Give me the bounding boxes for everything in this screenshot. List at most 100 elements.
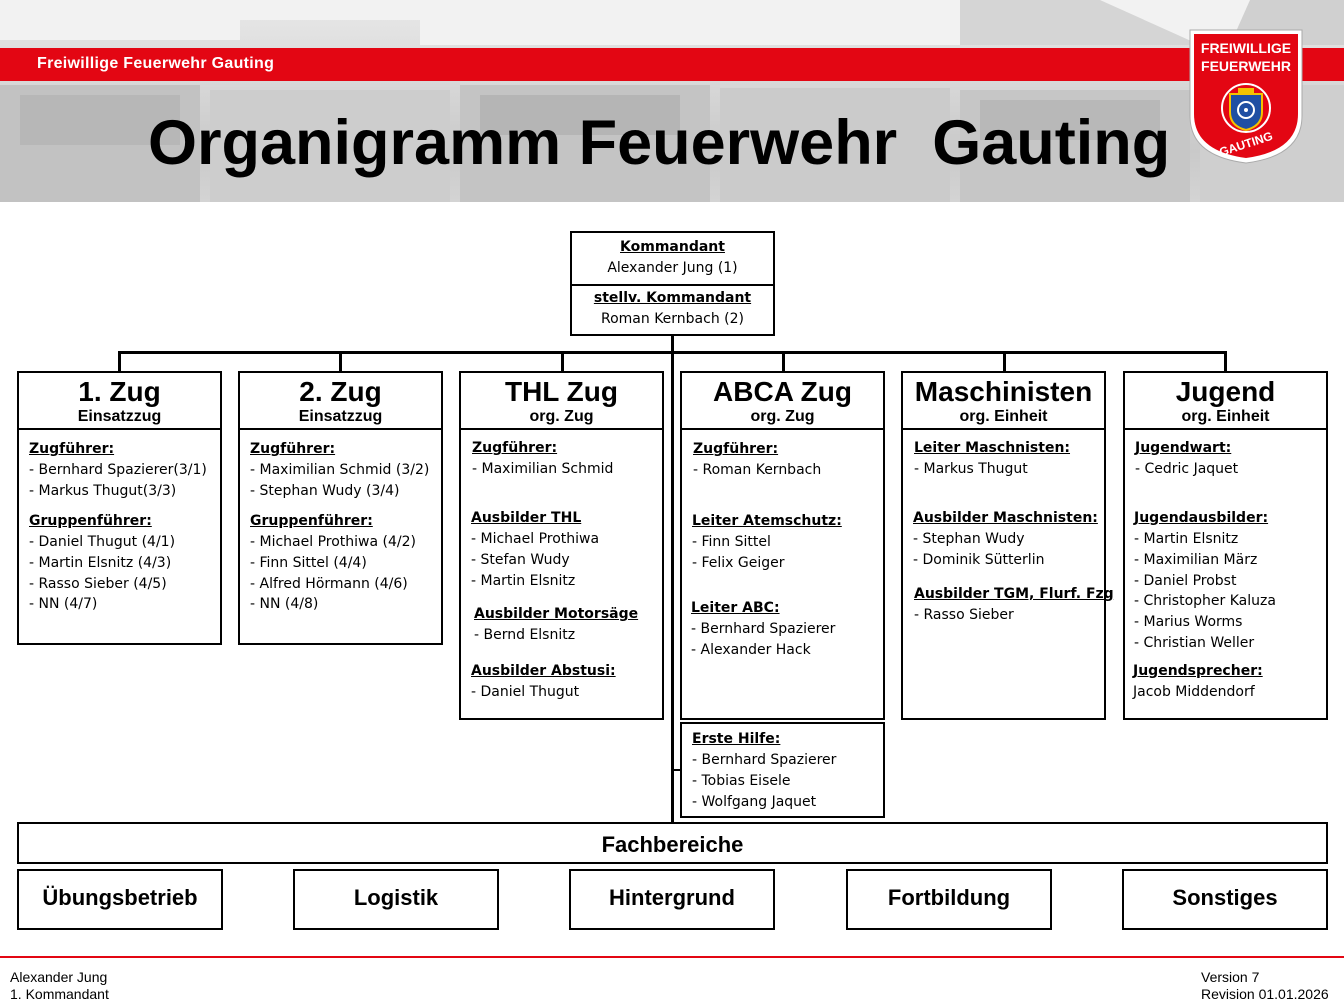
- unit-title: Maschinisten: [914, 376, 1093, 407]
- revision-label: Revision 01.01.2026: [1201, 986, 1329, 1002]
- unit-title: ABCA Zug: [713, 376, 852, 407]
- section-title: Jugendwart:: [1135, 440, 1232, 456]
- section-title: Ausbilder Motorsäge: [474, 606, 639, 622]
- unit-subtitle: org. Einheit: [959, 408, 1048, 425]
- stellv-kommandant-name: Roman Kernbach (2): [600, 311, 744, 327]
- unit-header: THL Zug org. Zug: [461, 373, 662, 430]
- unit-subtitle: Einsatzzug: [298, 408, 383, 425]
- unit-title: 2. Zug: [299, 376, 382, 407]
- unit-title: 1. Zug: [78, 376, 161, 407]
- list-item: - Bernd Elsnitz: [474, 627, 576, 643]
- list-item: - Stephan Wudy: [913, 531, 1025, 547]
- author-name: Alexander Jung: [10, 969, 108, 985]
- section-title: Ausbilder Maschnisten:: [913, 510, 1098, 526]
- section-title: Zugführer:: [250, 441, 336, 457]
- unit-header: Jugend org. Einheit: [1125, 373, 1326, 430]
- section-title: Ausbilder TGM, Flurf. Fzg: [914, 586, 1114, 602]
- unit-subtitle: org. Zug: [750, 408, 815, 425]
- kommandant-name: Alexander Jung (1): [607, 260, 738, 276]
- list-item: - Maximilian Schmid (3/2): [250, 462, 430, 478]
- fachbereiche-bar: Fachbereiche: [17, 822, 1328, 864]
- list-item: - Alexander Hack: [691, 642, 811, 658]
- list-item: - Roman Kernbach: [693, 462, 822, 478]
- list-item: - Tobias Eisele: [692, 773, 791, 789]
- list-item: - Christian Weller: [1134, 635, 1255, 651]
- header-background: [0, 0, 1344, 202]
- connector-drop-6: [1224, 351, 1227, 372]
- unit-header: 1. Zug Einsatzzug: [19, 373, 220, 430]
- list-item: - Rasso Sieber: [914, 607, 1014, 623]
- section-title: Gruppenführer:: [29, 513, 152, 529]
- list-item: - Daniel Thugut: [471, 684, 580, 700]
- list-item: - Martin Elsnitz: [471, 573, 576, 589]
- section-title: Erste Hilfe:: [692, 731, 781, 747]
- unit-box-1-zug: 1. Zug Einsatzzug Zugführer: - Bernhard …: [17, 371, 222, 645]
- unit-header: 2. Zug Einsatzzug: [240, 373, 441, 430]
- section-title: Zugführer:: [29, 441, 115, 457]
- list-item: - Rasso Sieber (4/5): [29, 576, 167, 592]
- command-divider: [572, 284, 773, 286]
- footer-author: Alexander Jung 1. Kommandant: [10, 969, 109, 1003]
- list-item: - Alfred Hörmann (4/6): [250, 576, 408, 592]
- section-title: Ausbilder Abstusi:: [471, 663, 616, 679]
- connector-drop-2: [339, 351, 342, 372]
- footer-divider: [0, 956, 1344, 958]
- list-item: - Bernhard Spazierer: [691, 621, 836, 637]
- fachbereich-label: Fortbildung: [887, 885, 1011, 910]
- list-item: - Bernhard Spazierer(3/1): [29, 462, 207, 478]
- list-item: - Maximilian März: [1134, 552, 1258, 568]
- section-title: Zugführer:: [472, 440, 558, 456]
- connector-drop-4: [782, 351, 785, 372]
- fachbereich-label: Hintergrund: [609, 885, 735, 910]
- section-title: Leiter Maschnisten:: [914, 440, 1071, 456]
- list-item: - Cedric Jaquet: [1135, 461, 1239, 477]
- section-title: Leiter ABC:: [691, 600, 780, 616]
- unit-header: Maschinisten org. Einheit: [903, 373, 1104, 430]
- logo-line-2: FEUERWEHR: [1201, 58, 1291, 74]
- unit-subtitle: Einsatzzug: [77, 408, 162, 425]
- list-item: - Martin Elsnitz (4/3): [29, 555, 172, 571]
- unit-box-thl-zug: THL Zug org. Zug Zugführer: - Maximilian…: [459, 371, 664, 720]
- connector-drop-5: [1003, 351, 1006, 372]
- list-item: - Michael Prothiwa (4/2): [250, 534, 416, 550]
- section-title: Leiter Atemschutz:: [692, 513, 842, 529]
- list-item: - Stefan Wudy: [471, 552, 570, 568]
- fachbereich-box-uebungsbetrieb: Übungsbetrieb: [17, 869, 223, 930]
- fachbereiche-label: Fachbereiche: [601, 832, 744, 857]
- list-item: - Daniel Probst: [1134, 573, 1237, 589]
- list-item: - Wolfgang Jaquet: [692, 794, 817, 810]
- unit-box-2-zug: 2. Zug Einsatzzug Zugführer: - Maximilia…: [238, 371, 443, 645]
- unit-header: ABCA Zug org. Zug: [682, 373, 883, 430]
- version-label: Version 7: [1201, 969, 1260, 985]
- logo-line-1: FREIWILLIGE: [1201, 40, 1291, 56]
- list-item: - Michael Prothiwa: [471, 531, 600, 547]
- fachbereich-label: Übungsbetrieb: [42, 885, 198, 910]
- list-item: - Finn Sittel: [692, 534, 771, 550]
- list-item: - NN (4/7): [29, 596, 98, 612]
- section-title: Jugendsprecher:: [1133, 663, 1263, 679]
- fachbereich-box-fortbildung: Fortbildung: [846, 869, 1052, 930]
- connector-drop-1: [118, 351, 121, 372]
- list-item: - Daniel Thugut (4/1): [29, 534, 176, 550]
- fachbereich-box-sonstiges: Sonstiges: [1122, 869, 1328, 930]
- list-item: - Bernhard Spazierer: [692, 752, 837, 768]
- list-item: - Markus Thugut: [914, 461, 1028, 477]
- list-item: Jacob Middendorf: [1133, 684, 1255, 700]
- unit-box-maschinisten: Maschinisten org. Einheit Leiter Maschni…: [901, 371, 1114, 720]
- list-item: - Stephan Wudy (3/4): [250, 483, 400, 499]
- page-title: Organigramm Feuerwehr Gauting: [148, 108, 1171, 178]
- stellv-kommandant-title: stellv. Kommandant: [593, 290, 752, 306]
- unit-subtitle: org. Zug: [529, 408, 594, 425]
- connector-horizontal: [118, 351, 1227, 354]
- list-item: - Felix Geiger: [692, 555, 785, 571]
- unit-box-abca-zug: ABCA Zug org. Zug Zugführer: - Roman Ker…: [680, 371, 885, 720]
- unit-box-jugend: Jugend org. Einheit Jugendwart: - Cedric…: [1123, 371, 1328, 720]
- command-box: Kommandant Alexander Jung (1) stellv. Ko…: [570, 231, 775, 336]
- unit-subtitle: org. Einheit: [1181, 408, 1270, 425]
- list-item: - Marius Worms: [1134, 614, 1243, 630]
- unit-title: THL Zug: [504, 376, 618, 407]
- fachbereich-label: Logistik: [353, 885, 439, 910]
- list-item: - Maximilian Schmid: [472, 461, 614, 477]
- unit-title: Jugend: [1175, 376, 1276, 407]
- list-item: - NN (4/8): [250, 596, 319, 612]
